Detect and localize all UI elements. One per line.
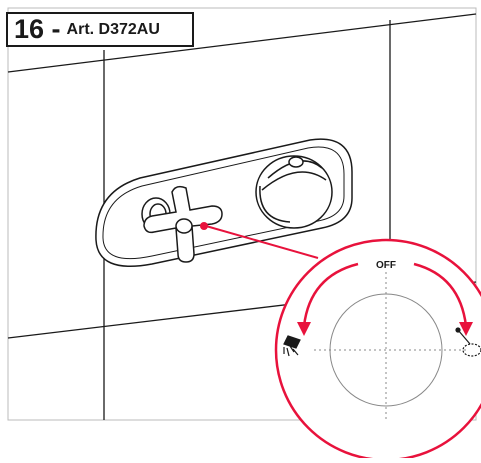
cross-handle xyxy=(141,185,223,263)
page-number: 16 - xyxy=(14,14,61,44)
shower-head-icon xyxy=(283,335,301,357)
article-code: Art. D372AU xyxy=(66,20,160,38)
rotation-arrows xyxy=(302,262,468,327)
arrow-left-head xyxy=(297,322,311,336)
zoom-circle xyxy=(274,238,481,462)
pointer-line xyxy=(200,222,319,259)
diagram-border xyxy=(7,7,477,421)
title-box: 16 - Art. D372AU xyxy=(6,12,194,47)
arrow-right-head xyxy=(459,322,473,336)
off-label: OFF xyxy=(376,260,396,271)
dial-guides xyxy=(314,272,466,420)
thermostat-knob xyxy=(255,155,333,229)
handheld-shower-icon xyxy=(455,327,481,357)
